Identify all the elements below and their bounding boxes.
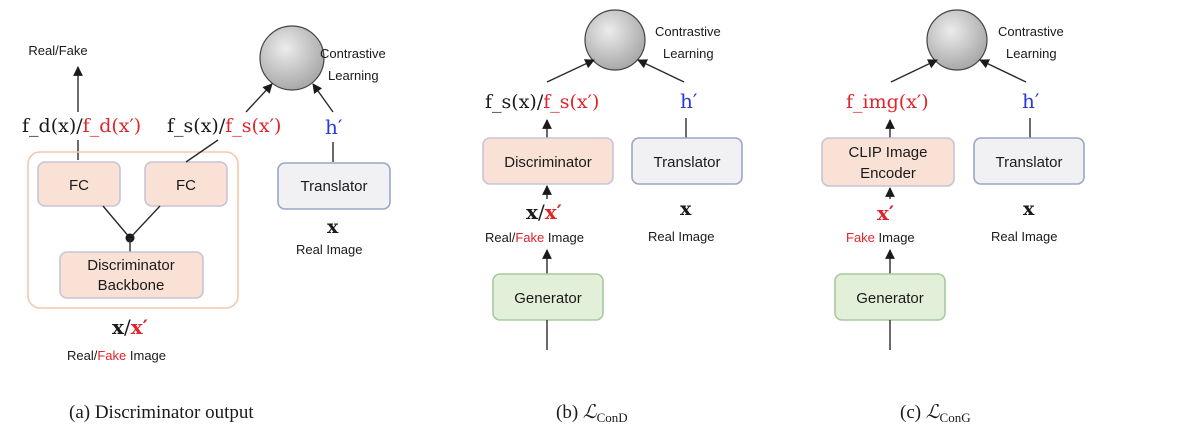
- fd-output-label: f_d(x)/f_d(x′): [22, 115, 141, 137]
- h-prime-label: h′: [680, 89, 698, 113]
- input-x-label: x/x′: [526, 200, 562, 224]
- h-prime-label: h′: [1022, 89, 1040, 113]
- branch-left-line: [102, 205, 131, 239]
- fake-x-label: x′: [877, 201, 894, 225]
- translator-box: [277, 162, 391, 210]
- discriminator-frame: [27, 151, 239, 309]
- contrastive-sphere-icon: [259, 25, 325, 91]
- contrastive-label-line2: Learning: [1006, 46, 1057, 61]
- fc-left-box: [37, 161, 121, 207]
- caption-b: (b) ℒConD: [556, 402, 628, 425]
- panel-c: Contrastive Learning f_img(x′) h′ CLIP I…: [821, 9, 1085, 425]
- real-image-caption: Real Image: [991, 229, 1057, 244]
- real-image-caption: Real Image: [648, 229, 714, 244]
- translator-label: Translator: [996, 154, 1063, 171]
- input-x-label: x/x′: [112, 315, 148, 339]
- real-image-caption: Real Image: [296, 242, 362, 257]
- real-x-label: x: [327, 216, 339, 238]
- panel-a: Real/Fake f_d(x)/f_d(x′) f_s(x)/f_s(x′) …: [22, 25, 391, 423]
- branch-right-line: [129, 205, 161, 239]
- generator-label: Generator: [856, 290, 924, 307]
- h-to-sphere-arrow: [979, 59, 1027, 83]
- fs-to-sphere-arrow: [245, 83, 273, 113]
- caption-c: (c) ℒConG: [900, 402, 971, 425]
- contrastive-label-line2: Learning: [663, 46, 714, 61]
- discriminator-box: [482, 137, 614, 185]
- contrastive-sphere-icon: [584, 9, 646, 71]
- fc-right-label: FC: [176, 177, 196, 194]
- translator-box: [631, 137, 743, 185]
- fc-right-to-fs-line: [185, 139, 219, 163]
- backbone-label-line1: Discriminator: [87, 257, 175, 274]
- discriminator-label: Discriminator: [504, 154, 592, 171]
- fake-image-caption: Fake Image: [846, 230, 915, 245]
- caption-a: (a) Discriminator output: [69, 402, 254, 423]
- contrastive-label-line1: Contrastive: [655, 24, 721, 39]
- contrastive-sphere-icon: [926, 9, 988, 71]
- h-to-sphere-arrow: [637, 59, 685, 83]
- discriminator-backbone-box: [59, 251, 204, 299]
- generator-label: Generator: [514, 290, 582, 307]
- clip-image-encoder-box: [821, 137, 955, 187]
- fs-output-label: f_s(x)/f_s(x′): [167, 115, 281, 137]
- contrastive-label-line1: Contrastive: [320, 46, 386, 61]
- fs-to-sphere-arrow: [546, 59, 595, 83]
- translator-label: Translator: [301, 178, 368, 195]
- clip-label-line1: CLIP Image: [849, 144, 928, 161]
- panel-b: Contrastive Learning f_s(x)/f_s(x′) h′ D…: [482, 9, 743, 425]
- backbone-label-line2: Backbone: [98, 277, 165, 294]
- real-x-label: x: [680, 198, 692, 220]
- h-prime-label: h′: [325, 115, 343, 139]
- input-image-caption: Real/Fake Image: [485, 230, 584, 245]
- contrastive-label-line1: Contrastive: [998, 24, 1064, 39]
- clip-label-line2: Encoder: [860, 165, 916, 182]
- h-to-sphere-arrow: [312, 83, 334, 113]
- fc-left-label: FC: [69, 177, 89, 194]
- fimg-to-sphere-arrow: [890, 59, 938, 83]
- input-image-caption: Real/Fake Image: [67, 348, 166, 363]
- real-x-label: x: [1023, 198, 1035, 220]
- translator-box: [973, 137, 1085, 185]
- fs-output-label: f_s(x)/f_s(x′): [485, 91, 599, 113]
- real-fake-output-label: Real/Fake: [28, 43, 87, 58]
- fimg-output-label: f_img(x′): [846, 91, 929, 113]
- translator-label: Translator: [654, 154, 721, 171]
- generator-box: [492, 273, 604, 321]
- contrastive-label-line2: Learning: [328, 68, 379, 83]
